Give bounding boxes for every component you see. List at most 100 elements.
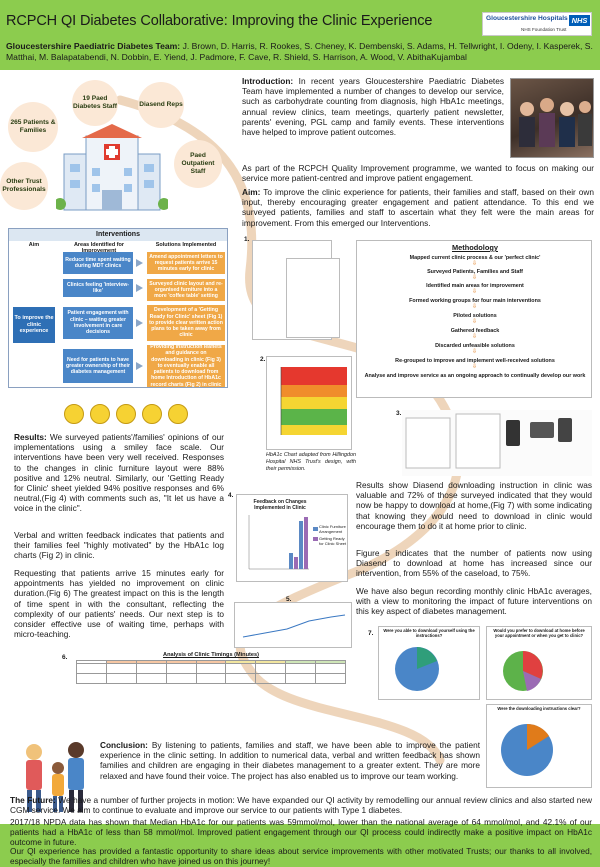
arrow-icon	[136, 362, 143, 370]
figure-3-graphics	[405, 413, 572, 469]
figure-5-line	[242, 614, 346, 638]
down-arrow-icon: ⇩	[471, 304, 478, 310]
team-photo	[510, 78, 594, 158]
org-name: Gloucestershire Hospitals	[486, 15, 568, 22]
figure-4-legend-2: Getting Ready for Clinic Sheet	[319, 536, 347, 546]
figure-2-number: 2.	[260, 356, 266, 363]
results-right-paragraph-3: We have also begun recording monthly cli…	[356, 586, 592, 617]
down-arrow-icon: ⇩	[471, 334, 478, 340]
area-4: Need for patients to have greater owners…	[63, 349, 133, 383]
figure-6-table: Analysis of Clinic Timings (Minutes)	[76, 652, 346, 684]
hospital-icon	[56, 124, 168, 211]
down-arrow-icon: ⇩	[471, 289, 478, 295]
col-areas: Areas Identified for Improvement	[73, 242, 125, 254]
method-step-2: Surveyed Patients, Families and Staff	[427, 269, 523, 275]
conclusion-text: By listening to patients, families and s…	[100, 740, 481, 781]
method-step-8: Re-grouped to improve and implement well…	[395, 358, 555, 364]
figure-7-pie-3: Were the downloading instructions clear?	[486, 704, 592, 788]
figure-7-number: 7.	[368, 630, 374, 637]
method-step-4: Formed working groups for four main inte…	[409, 298, 541, 304]
interventions-table: Interventions Aim Areas Identified for I…	[8, 228, 228, 388]
solution-2: Surveyed clinic layout and re-organised …	[147, 279, 225, 301]
bubble-patients: 265 Patients & Families	[8, 102, 58, 152]
solution-4: Providing instruction leaflets and guida…	[147, 344, 225, 388]
figure-5-chart	[234, 602, 352, 648]
results-paragraph-3: Requesting that patients arrive 15 minut…	[14, 568, 224, 640]
team-photo-figures	[519, 98, 592, 147]
arrow-icon	[136, 319, 143, 327]
figure-2-caption: HbA1c Chart adapted from Hillingdon Hosp…	[266, 452, 356, 472]
footer-band	[0, 824, 600, 867]
down-arrow-icon: ⇩	[471, 275, 478, 281]
nhs-logo-icon: NHS	[569, 15, 590, 26]
poster-title: RCPCH QI Diabetes Collaborative: Improvi…	[6, 13, 433, 29]
figure-4-number: 4.	[228, 492, 234, 499]
bubble-staff: 19 Paed Diabetes Staff	[72, 80, 118, 126]
arrow-icon	[136, 259, 143, 267]
method-step-1: Mapped current clinic process & our 'per…	[409, 255, 541, 261]
happy-face-icon	[168, 404, 188, 424]
interventions-title: Interventions	[9, 229, 227, 241]
solution-3: Development of a 'Getting Ready for Clin…	[147, 305, 225, 341]
figure-7-pie-2: Would you prefer to download at home bef…	[486, 626, 592, 700]
figure-2-hba1c-chart	[266, 356, 352, 450]
area-1: Reduce time spent waiting during MDT cli…	[63, 252, 133, 274]
figure-7-q3: Were the downloading instructions clear?	[497, 706, 581, 711]
introduction-paragraph-2: As part of the RCPCH Quality Improvement…	[242, 163, 594, 184]
results-right-paragraph-2: Figure 5 indicates that the number of pa…	[356, 548, 592, 579]
methodology-box: Methodology Mapped current clinic proces…	[356, 240, 592, 398]
figure-5-number: 5.	[286, 596, 292, 603]
future-label: The Future:	[10, 795, 56, 805]
results-text-1: We surveyed patients'/families' opinions…	[14, 432, 224, 514]
future-text-1: We have a number of further projects in …	[10, 795, 592, 816]
area-3: Patient engagement with clinic – waiting…	[63, 307, 133, 339]
figure-6-grid	[76, 660, 346, 684]
figure-4-title: Feedback on Changes Implemented in Clini…	[253, 499, 307, 511]
bubble-outpatient: Paed Outpatient Staff	[174, 140, 222, 188]
aim-paragraph: Aim: To improve the clinic experience fo…	[242, 187, 594, 228]
pie-3-graphic	[501, 723, 553, 776]
future-paragraph-1: The Future: We have a number of further …	[10, 795, 592, 815]
aim-text: To improve the clinic experience for pat…	[242, 187, 595, 228]
family-illustration	[26, 742, 84, 812]
figure-7-q1: Were you able to download yourself using…	[383, 628, 475, 638]
col-solutions: Solutions Implemented	[155, 242, 217, 248]
method-step-9: Analyse and improve service as an ongoin…	[364, 373, 586, 379]
methodology-title: Methodology	[452, 243, 498, 252]
bubble-reps: Diasend Reps	[138, 82, 184, 128]
method-step-7: Discarded unfeasible solutions	[435, 343, 515, 349]
results-paragraph-2: Verbal and written feedback indicates th…	[14, 530, 224, 561]
down-arrow-icon: ⇩	[471, 319, 478, 325]
bubble-other: Other Trust Professionals	[0, 162, 48, 210]
figure-1-sheet-back	[286, 258, 340, 338]
down-arrow-icon: ⇩	[471, 349, 478, 355]
team-credits: Gloucestershire Paediatric Diabetes Team…	[6, 41, 594, 63]
figure-6-title: Analysis of Clinic Timings (Minutes)	[163, 652, 259, 658]
method-step-6: Gathered feedback	[450, 328, 500, 334]
introduction-paragraph: Introduction: In recent years Gloucester…	[242, 76, 504, 137]
future-paragraph-3: Our QI experience has provided a fantast…	[10, 846, 592, 867]
org-subtitle: NHS Foundation Trust	[521, 27, 567, 32]
aim-box: To improve the clinic experience	[13, 307, 55, 343]
introduction-label: Introduction:	[242, 76, 294, 86]
conclusion-label: Conclusion:	[100, 740, 148, 750]
results-label: Results:	[14, 432, 47, 442]
arrow-icon	[136, 284, 143, 292]
nhs-trust-logo: Gloucestershire Hospitals NHS NHS Founda…	[482, 12, 592, 36]
results-right-paragraph-1: Results show Diasend downloading instruc…	[356, 480, 592, 531]
figure-4-legend-1: Clinic Furniture Arrangement	[319, 524, 346, 534]
down-arrow-icon: ⇩	[471, 364, 478, 370]
area-2: Clinics feeling 'interview-like'	[63, 279, 133, 297]
figure-4-bars	[248, 515, 318, 570]
frown-face-icon	[64, 404, 84, 424]
figure-3-number: 3.	[396, 410, 402, 417]
figure-6-number: 6.	[62, 654, 68, 661]
sad-face-icon	[90, 404, 110, 424]
figure-3-downloading-guide	[402, 410, 592, 476]
down-arrow-icon: ⇩	[471, 261, 478, 267]
team-members: J. Brown, D. Harris, R. Rookes, S. Chene…	[6, 41, 593, 62]
figure-4-chart: Feedback on Changes Implemented in Clini…	[236, 494, 348, 582]
results-paragraph-1: Results: We surveyed patients'/families'…	[14, 432, 224, 514]
smile-face-icon	[142, 404, 162, 424]
col-aim: Aim	[28, 242, 40, 248]
